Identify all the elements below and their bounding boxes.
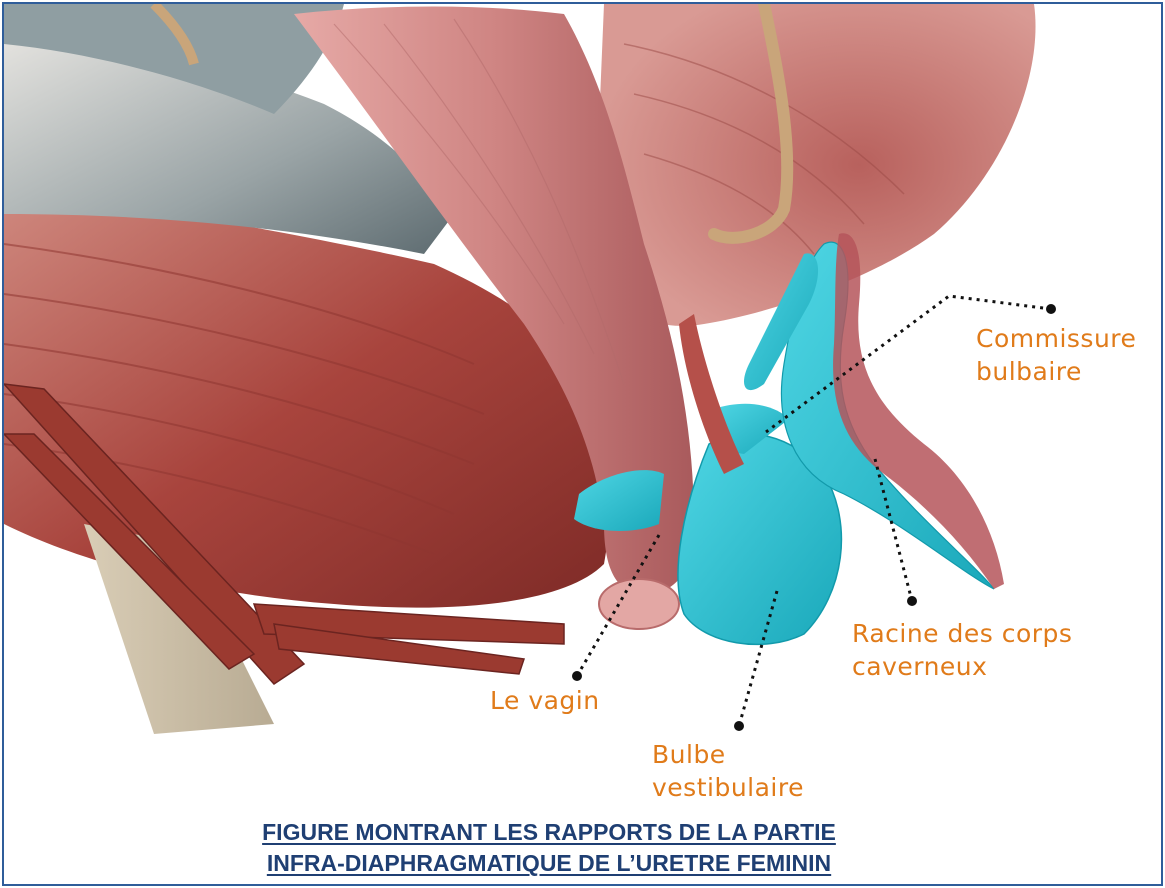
label-racine-line1: Racine des corps — [852, 617, 1072, 650]
bulbe-pointer-dot — [734, 721, 744, 731]
figure-caption-line1: FIGURE MONTRANT LES RAPPORTS DE LA PARTI… — [4, 819, 1094, 846]
label-vagin-text: Le vagin — [490, 684, 600, 717]
label-commissure-bulbaire: Commissure bulbaire — [976, 322, 1136, 388]
label-racine-corps-caverneux: Racine des corps caverneux — [852, 617, 1072, 683]
vagin-pointer-dot — [572, 671, 582, 681]
label-commissure-line1: Commissure — [976, 322, 1136, 355]
label-bulbe-vestibulaire: Bulbe vestibulaire — [652, 738, 804, 804]
figure-caption-line2: INFRA-DIAPHRAGMATIQUE DE L’URETRE FEMINI… — [4, 850, 1094, 877]
label-commissure-line2: bulbaire — [976, 355, 1136, 388]
label-bulbe-line2: vestibulaire — [652, 771, 804, 804]
label-le-vagin: Le vagin — [490, 684, 600, 717]
commissure-pointer-dot — [1046, 304, 1056, 314]
label-racine-line2: caverneux — [852, 650, 1072, 683]
anatomy-illustration — [4, 4, 1161, 884]
racine-pointer-dot — [907, 596, 917, 606]
label-bulbe-line1: Bulbe — [652, 738, 804, 771]
